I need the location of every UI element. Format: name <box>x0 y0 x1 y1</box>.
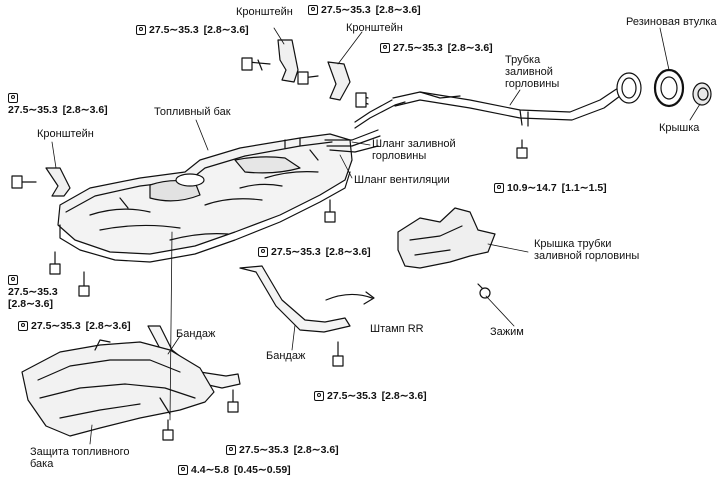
torque-icon <box>8 93 18 103</box>
torque-icon <box>308 5 318 15</box>
torque-spec: 27.5∼35.3[2.8∼3.6] <box>8 92 118 116</box>
label-stamp-rr: Штамп RR <box>370 323 424 335</box>
torque-icon <box>18 321 28 331</box>
label-rubber-bushing: Резиновая втулка <box>626 16 717 28</box>
label-fuel-tank: Топливный бак <box>154 106 231 118</box>
label-band-upper: Бандаж <box>176 328 216 340</box>
cap-shape <box>692 82 712 106</box>
label-band-lower: Бандаж <box>266 350 306 362</box>
label-bracket-right: Кронштейн <box>346 22 403 34</box>
torque-icon <box>380 43 390 53</box>
label-clamp: Зажим <box>490 326 524 338</box>
filler-hoses <box>324 99 406 153</box>
torque-spec: 27.5∼35.3[2.8∼3.6] <box>308 4 421 16</box>
torque-icon <box>258 247 268 257</box>
torque-icon <box>314 391 324 401</box>
torque-spec: 27.5∼35.3[2.8∼3.6] <box>258 246 371 258</box>
label-filler-pipe-cover: Крышка трубки заливной горловины <box>534 238 640 262</box>
torque-spec: 4.4∼5.8[0.45∼0.59] <box>178 464 291 476</box>
torque-spec: 27.5∼35.3[2.8∼3.6] <box>380 42 493 54</box>
torque-spec: 27.5∼35.3[2.8∼3.6] <box>8 274 88 310</box>
bracket-left-shape <box>11 167 71 197</box>
bracket-right-shape <box>297 61 369 108</box>
torque-icon <box>226 445 236 455</box>
torque-spec: 27.5∼35.3[2.8∼3.6] <box>314 390 427 402</box>
label-cap: Крышка <box>659 122 700 134</box>
stamp-rr-arrow <box>325 291 375 305</box>
filler-pipe-shape <box>392 72 642 127</box>
torque-icon <box>494 183 504 193</box>
label-tank-protector: Защита топливного бака <box>30 446 130 470</box>
label-bracket-left: Кронштейн <box>37 128 94 140</box>
label-bracket-top: Кронштейн <box>236 6 293 18</box>
tank-protector-shape <box>21 339 215 437</box>
torque-spec: 27.5∼35.3[2.8∼3.6] <box>136 24 249 36</box>
label-filler-pipe: Трубка заливной горловины <box>505 54 560 90</box>
label-vent-hose: Шланг вентиляции <box>354 174 450 186</box>
fuel-tank-shape <box>57 133 353 263</box>
torque-spec: 27.5∼35.3[2.8∼3.6] <box>18 320 131 332</box>
filler-pipe-cover-shape <box>397 207 496 269</box>
bracket-top-shape <box>241 39 299 83</box>
torque-icon <box>8 275 18 285</box>
label-filler-hose: Шланг заливной горловины <box>372 138 456 162</box>
torque-icon <box>136 25 146 35</box>
torque-spec: 27.5∼35.3[2.8∼3.6] <box>226 444 339 456</box>
leader-lines <box>51 27 701 445</box>
torque-spec: 10.9∼14.7[1.1∼1.5] <box>494 182 607 194</box>
band-upper-shape <box>239 265 351 333</box>
rubber-bushing-shape <box>653 68 685 108</box>
bolts <box>49 139 528 441</box>
torque-icon <box>178 465 188 475</box>
